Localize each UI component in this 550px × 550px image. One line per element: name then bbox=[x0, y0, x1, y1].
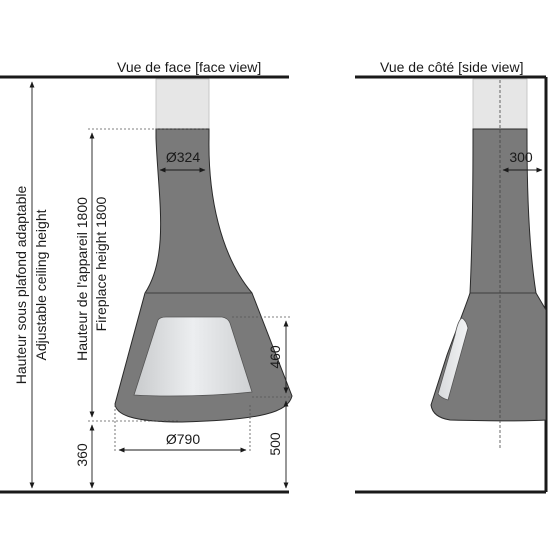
floor-gap-label: 360 bbox=[74, 443, 90, 467]
window-base-label: 500 bbox=[267, 432, 283, 456]
side-view-title: Vue de côté [side view] bbox=[380, 59, 523, 75]
front-view: Vue de face [face view] Hauteur sous pla… bbox=[0, 59, 293, 494]
base-diameter-label: Ø790 bbox=[166, 431, 200, 447]
window-height-label: 460 bbox=[267, 345, 283, 369]
fireplace-height-label-fr: Hauteur de l'appareil 1800 bbox=[74, 197, 90, 361]
ceiling-height-label-en: Adjustable ceiling height bbox=[33, 209, 49, 360]
flue-diameter-label: Ø324 bbox=[166, 149, 200, 165]
front-view-title: Vue de face [face view] bbox=[117, 59, 261, 75]
side-offset-label: 300 bbox=[509, 149, 533, 165]
fireplace-height-label-en: Fireplace height 1800 bbox=[93, 196, 109, 331]
side-view: Vue de côté [side view] 300 bbox=[355, 59, 548, 494]
front-flue-pipe bbox=[155, 78, 210, 130]
ceiling-height-label-fr: Hauteur sous plafond adaptable bbox=[13, 186, 29, 385]
front-glass-window bbox=[133, 316, 253, 397]
side-glass-window bbox=[437, 317, 469, 401]
